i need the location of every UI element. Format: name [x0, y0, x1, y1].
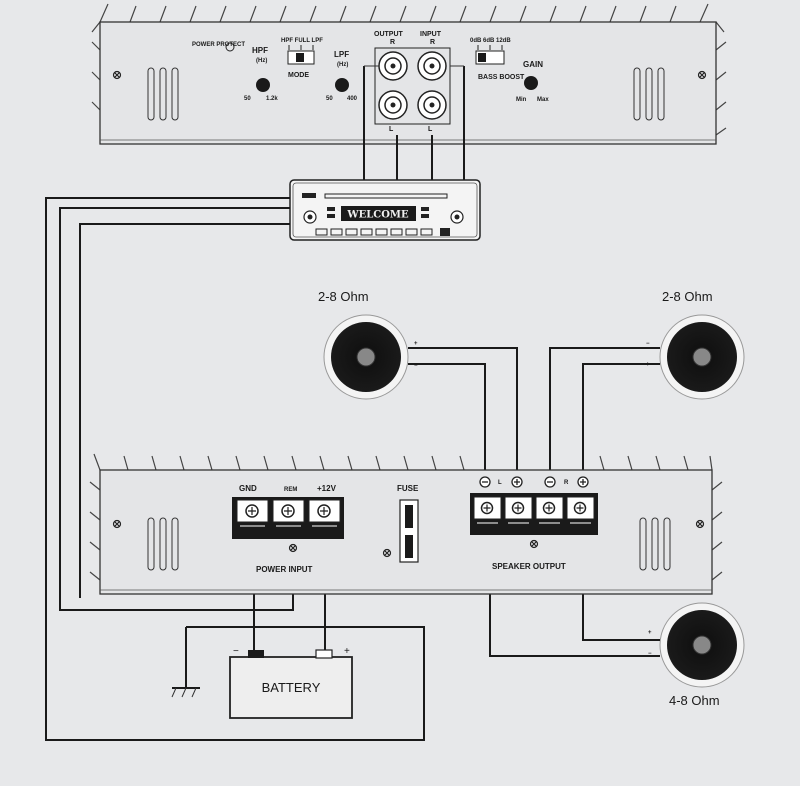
mode-options-label: HPF FULL LPF [281, 38, 323, 44]
mode-button[interactable] [421, 207, 429, 211]
screw-icon [112, 70, 122, 80]
gnd-label: GND [239, 484, 257, 493]
top-amplifier: POWER PROTECT HPF (Hz) 50 1.2k HPF FULL … [91, 3, 727, 145]
screw-icon [112, 519, 122, 529]
plus12v-label: +12V [317, 484, 337, 493]
speaker-top-left: 2-8 Ohm + − [318, 289, 418, 400]
rca-output-r-jack[interactable] [378, 51, 408, 81]
rem-label: REM [284, 487, 297, 493]
battery-positive-terminal [315, 649, 333, 659]
speaker-output-label: SPEAKER OUTPUT [492, 562, 566, 571]
head-unit: WELCOME [289, 179, 481, 241]
gain-knob[interactable] [524, 76, 538, 90]
speaker-terminal-block[interactable] [470, 493, 598, 535]
battery-label: BATTERY [262, 680, 321, 695]
gain-max-label: Max [537, 97, 549, 103]
power-led-icon [225, 42, 235, 52]
battery-plus-sign: + [344, 646, 350, 657]
speaker-terminal-markers: L R [479, 476, 589, 488]
speaker-minus-sign: − [648, 651, 652, 657]
bass-ticks [477, 45, 503, 50]
speaker-impedance-label: 2-8 Ohm [662, 289, 713, 304]
rca-input-l-jack[interactable] [417, 90, 447, 120]
screw-icon [695, 519, 705, 529]
rca-cables [363, 65, 465, 180]
rca-panel [374, 47, 451, 125]
cd-slot [324, 193, 448, 199]
output-l-label: L [389, 126, 394, 133]
battery-negative-terminal [248, 650, 264, 658]
lpf-max-label: 400 [347, 96, 358, 102]
screw-icon [382, 548, 392, 558]
rca-output-l-jack[interactable] [378, 90, 408, 120]
hpf-label: HPF [252, 46, 268, 55]
screw-icon [697, 70, 707, 80]
screw-icon [288, 543, 298, 553]
lpf-unit: (Hz) [337, 62, 348, 68]
power-input-label: POWER INPUT [256, 565, 313, 574]
lcd-display [341, 206, 416, 221]
power-terminal-block[interactable] [232, 497, 344, 539]
lpf-label: LPF [334, 50, 349, 59]
bottom-amplifier: GND REM +12V POWER INPUT FUSE [89, 453, 723, 595]
fuse-label: FUSE [397, 484, 419, 493]
bass-switch-thumb [478, 53, 486, 62]
speaker-minus-sign: − [646, 341, 650, 347]
speaker-plus-sign: + [648, 630, 652, 636]
top-amp-body [99, 21, 717, 145]
hpf-knob[interactable] [256, 78, 270, 92]
gain-label: GAIN [523, 60, 543, 69]
screw-icon [529, 539, 539, 549]
output-label: OUTPUT [374, 31, 404, 38]
vent-slots [147, 517, 671, 571]
speaker-minus-sign: − [414, 363, 418, 369]
mode-ticks [288, 45, 314, 50]
hpf-unit: (Hz) [256, 58, 267, 64]
preset-buttons[interactable] [315, 228, 433, 236]
speaker-impedance-label: 4-8 Ohm [669, 693, 720, 708]
left-channel-label: L [498, 480, 502, 486]
mode-label: MODE [288, 72, 309, 79]
mode-switch-thumb [296, 53, 304, 62]
hpf-max-label: 1.2k [266, 96, 278, 102]
top-amp-fins-top [91, 3, 727, 136]
speaker-bottom-right: + − 4-8 Ohm [648, 602, 745, 708]
vent-slots [147, 67, 665, 121]
input-l-label: L [428, 126, 433, 133]
speaker-top-right: 2-8 Ohm − + [646, 289, 745, 400]
speaker-impedance-label: 2-8 Ohm [318, 289, 369, 304]
rca-input-r-jack[interactable] [417, 51, 447, 81]
display-text: WELCOME [346, 210, 409, 221]
power-protect-label: POWER PROTECT [192, 42, 245, 48]
gain-min-label: Min [516, 97, 527, 103]
bass-options-label: 0dB 6dB 12dB [470, 38, 511, 44]
input-label: INPUT [420, 31, 442, 38]
eject-button[interactable] [302, 193, 316, 198]
right-channel-label: R [564, 480, 569, 486]
band-button[interactable] [421, 214, 429, 218]
lpf-min-label: 50 [326, 96, 333, 102]
lpf-knob[interactable] [335, 78, 349, 92]
speaker-plus-sign: + [414, 341, 418, 347]
input-r-label: R [430, 39, 435, 46]
fuse[interactable] [399, 499, 419, 563]
battery: − + BATTERY [229, 646, 353, 719]
bass-boost-label: BASS BOOST [478, 74, 525, 81]
preset-button[interactable] [327, 214, 335, 218]
hpf-min-label: 50 [244, 96, 251, 102]
output-r-label: R [390, 39, 395, 46]
battery-minus-sign: − [233, 646, 239, 657]
preset-button[interactable] [327, 207, 335, 211]
bottom-amp-fins [89, 453, 723, 581]
power-button[interactable] [440, 228, 450, 236]
